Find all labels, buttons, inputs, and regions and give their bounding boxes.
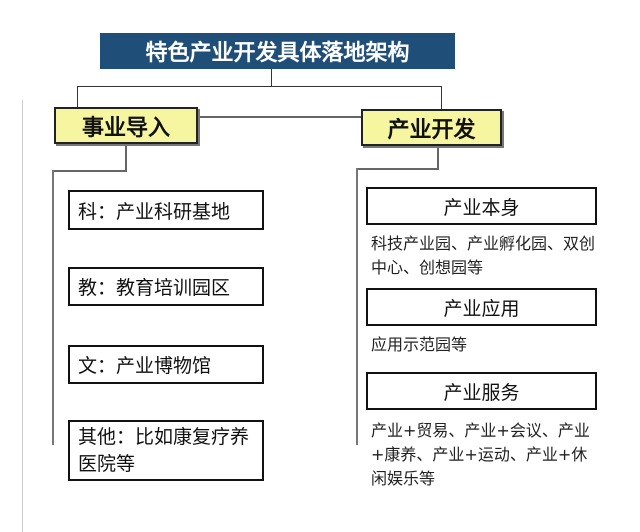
connector xyxy=(441,86,442,110)
section-desc: 科技产业园、产业孵化园、双创中心、创想园等 xyxy=(371,234,596,277)
connector xyxy=(52,170,54,445)
connector xyxy=(356,168,358,445)
heading-industry-development: 产业开发 xyxy=(361,109,502,146)
diagram-title: 特色产业开发具体落地架构 xyxy=(100,33,455,69)
connector xyxy=(125,143,127,170)
section-desc: 应用示范园等 xyxy=(371,335,468,354)
left-item: 文：产业博物馆 xyxy=(68,345,264,384)
left-item: 科：产业科研基地 xyxy=(68,190,264,230)
connector xyxy=(356,168,439,170)
connector xyxy=(77,86,442,87)
page-edge-line xyxy=(22,100,23,532)
connector xyxy=(52,170,127,172)
heading-business-import: 事业导入 xyxy=(54,107,198,144)
connector xyxy=(77,86,78,108)
connector xyxy=(197,116,361,118)
left-item: 其他：比如康复疗养医院等 xyxy=(68,420,264,481)
section-box: 产业服务 xyxy=(366,372,597,410)
connector xyxy=(437,145,439,169)
section-box: 产业应用 xyxy=(366,288,597,326)
left-item: 教：教育培训园区 xyxy=(68,267,264,306)
section-box: 产业本身 xyxy=(366,187,597,225)
section-desc: 产业+贸易、产业+会议、产业+康养、产业+运动、产业+休闲娱乐等 xyxy=(371,421,590,488)
connector xyxy=(271,69,272,86)
